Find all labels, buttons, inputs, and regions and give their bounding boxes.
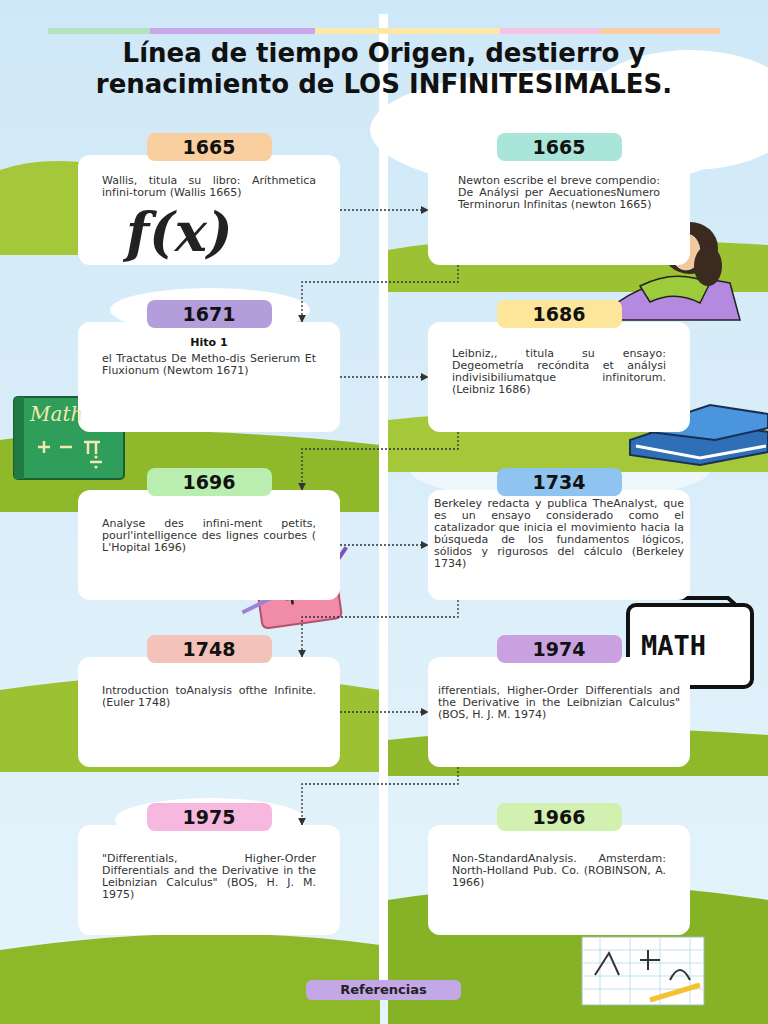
entry-text: ifferentials, Higher-Order Differentials… [438,685,680,721]
timeline-connector [302,265,458,322]
entry-text: Berkeley redacta y publica TheAnalyst, q… [434,498,684,570]
timeline-connector [302,600,458,657]
year-pill: 1686 [497,300,622,328]
box-content: Referencias [312,980,455,1000]
timeline-connector [340,209,428,210]
box-content: Hito 1 el Tractatus De Metho-dis Serierum… [102,336,316,377]
box-content: "Differentials, Higher-Order Differentia… [102,853,316,901]
timeline-connector [340,544,428,545]
timeline-box: 1686Leibniz,, titula su ensayo: Degeomet… [428,322,690,432]
timeline-box: 1974ifferentials, Higher-Order Different… [428,657,690,767]
box-content: Introduction toAnalysis ofthe Infinite. … [102,685,316,709]
entry-text: Leibniz,, titula su ensayo: Degeometría … [452,348,666,396]
year-pill: 1975 [147,803,272,831]
timeline-box: 1975"Differentials, Higher-Order Differe… [78,825,340,935]
entry-text: "Differentials, Higher-Order Differentia… [102,853,316,901]
year-pill: 1974 [497,635,622,663]
timeline-box: 1665Newton escribe el breve compendio: D… [428,155,690,265]
box-content: Berkeley redacta y publica TheAnalyst, q… [434,498,684,570]
milestone-heading: Hito 1 [102,336,316,349]
reference-tag: Referencias [306,980,461,1000]
box-content: Analyse des infini-ment petits, pourl'in… [102,518,316,554]
year-pill: 1671 [147,300,272,328]
box-content: ifferentials, Higher-Order Differentials… [438,685,680,721]
year-pill: 1696 [147,468,272,496]
entry-text: Non-StandardAnalysis. Amsterdam: North-H… [452,853,666,889]
timeline-box: 1748Introduction toAnalysis ofthe Infini… [78,657,340,767]
timeline-box: 1696Analyse des infini-ment petits, pour… [78,490,340,600]
year-pill: 1665 [147,133,272,161]
timeline-box: 1734Berkeley redacta y publica TheAnalys… [428,490,690,600]
timeline-connector [340,711,428,712]
year-pill: 1734 [497,468,622,496]
timeline-box: 1966Non-StandardAnalysis. Amsterdam: Nor… [428,825,690,935]
box-content: Wallis, titula su libro: Aríthmetica inf… [102,175,316,199]
reference-label: Referencias [312,980,455,1000]
box-content: Newton escribe el breve compendio: De An… [458,175,660,211]
entry-text: Analyse des infini-ment petits, pourl'in… [102,518,316,554]
year-pill: 1966 [497,803,622,831]
entry-text: Introduction toAnalysis ofthe Infinite. … [102,685,316,709]
entry-text: Newton escribe el breve compendio: De An… [458,175,660,211]
icon-label: MATH [641,630,706,661]
box-content: Non-StandardAnalysis. Amsterdam: North-H… [452,853,666,889]
year-pill: 1665 [497,133,622,161]
timeline-connector [340,376,428,377]
paper-sketch [582,937,704,1005]
box-content: Leibniz,, titula su ensayo: Degeometría … [452,348,666,396]
function-symbol: f(x) [126,200,233,264]
entry-text: el Tractatus De Metho-dis Serierum Et Fl… [102,353,316,377]
timeline-connector [302,767,458,825]
year-pill: 1748 [147,635,272,663]
title: Línea de tiempo Origen, destierro y rena… [40,38,728,100]
timeline-box: 1671Hito 1el Tractatus De Metho-dis Seri… [78,322,340,432]
timeline-connector [302,432,458,490]
entry-text: Wallis, titula su libro: Aríthmetica inf… [102,175,316,199]
icon-label: Math [30,402,83,426]
